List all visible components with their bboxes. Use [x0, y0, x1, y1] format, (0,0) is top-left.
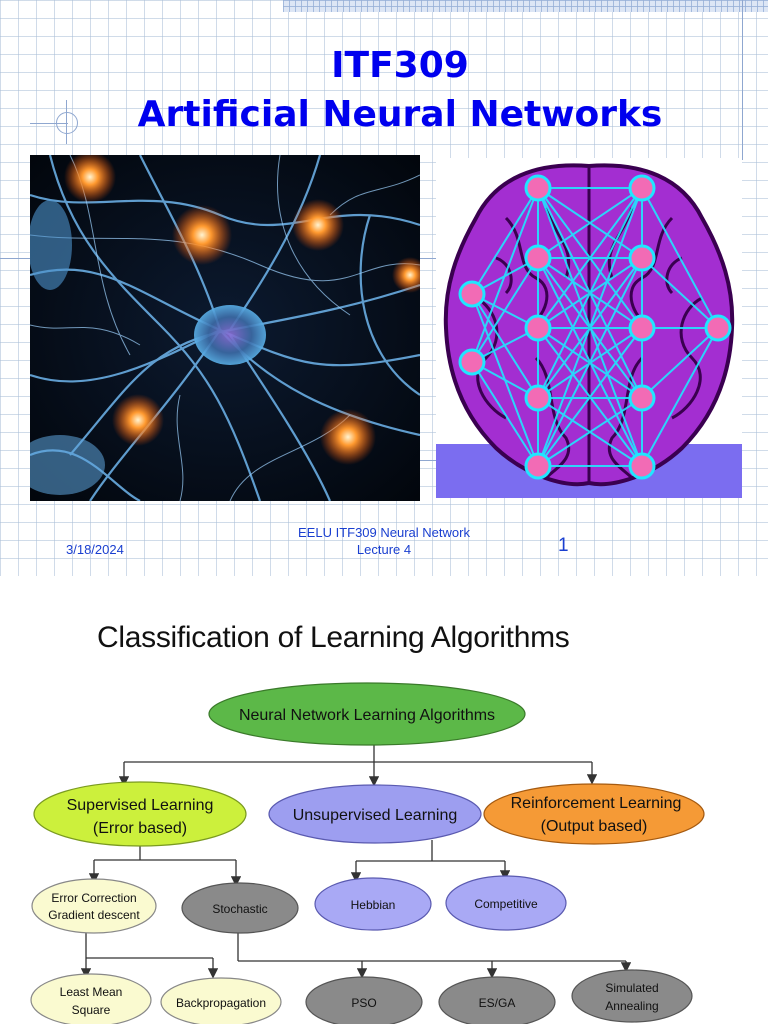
node-unsupervised: Unsupervised Learning — [268, 784, 482, 844]
node-lms-sublabel: Square — [72, 1003, 111, 1017]
slide-title-course-code: ITF309 — [331, 45, 469, 86]
decorative-line — [0, 258, 30, 259]
node-root: Neural Network Learning Algorithms — [208, 682, 526, 746]
node-simulated-sublabel: Annealing — [605, 999, 658, 1013]
node-supervised: Supervised Learning (Error based) — [33, 781, 247, 847]
learning-algorithms-tree: Neural Network Learning Algorithms Super… — [30, 682, 705, 1024]
node-lms-label: Least Mean — [60, 985, 123, 999]
node-reinforcement-label: Reinforcement Learning — [511, 795, 682, 812]
node-backprop-label: Backpropagation — [176, 996, 266, 1010]
classification-slide: Classification of Learning Algorithms — [0, 576, 768, 1024]
brain-network-image — [436, 158, 742, 498]
decorative-line — [742, 0, 743, 160]
node-stochastic: Stochastic — [181, 882, 299, 934]
node-stochastic-label: Stochastic — [212, 902, 267, 916]
connectors — [80, 738, 632, 979]
node-hebbian: Hebbian — [314, 877, 432, 931]
slide-title-course-name: Artificial Neural Networks — [137, 94, 663, 135]
decorative-circle — [56, 112, 78, 134]
node-competitive: Competitive — [445, 875, 567, 931]
node-hebbian-label: Hebbian — [351, 898, 396, 912]
node-root-label: Neural Network Learning Algorithms — [239, 707, 495, 724]
footer-lecture-line: Lecture 4 — [356, 542, 412, 557]
title-slide: ITF309 Artificial Neural Networks — [0, 0, 768, 576]
slide-title: Classification of Learning Algorithms — [97, 621, 570, 654]
node-error-correction-sublabel: Gradient descent — [48, 908, 140, 922]
node-es-ga: ES/GA — [438, 976, 556, 1024]
node-simulated-label: Simulated — [605, 981, 658, 995]
node-backpropagation: Backpropagation — [160, 977, 282, 1024]
node-least-mean-square: Least Mean Square — [30, 973, 152, 1024]
neurons-photo — [30, 155, 420, 501]
decorative-band — [283, 0, 768, 12]
node-pso: PSO — [305, 976, 423, 1024]
node-supervised-label: Supervised Learning — [67, 797, 214, 814]
footer-date: 3/18/2024 — [66, 542, 124, 557]
decorative-line — [420, 258, 438, 259]
page-number: 1 — [558, 535, 569, 556]
node-supervised-sublabel: (Error based) — [93, 820, 187, 837]
node-reinforcement: Reinforcement Learning (Output based) — [483, 783, 705, 845]
node-competitive-label: Competitive — [474, 897, 538, 911]
node-error-correction-label: Error Correction — [51, 891, 136, 905]
node-error-correction: Error Correction Gradient descent — [31, 878, 157, 934]
footer-course-line: EELU ITF309 Neural Network — [298, 525, 470, 540]
node-esga-label: ES/GA — [479, 996, 516, 1010]
node-reinforcement-sublabel: (Output based) — [541, 818, 648, 835]
node-unsupervised-label: Unsupervised Learning — [293, 807, 458, 824]
node-pso-label: PSO — [351, 996, 376, 1010]
decorative-line — [30, 123, 68, 124]
footer-course-info: EELU ITF309 Neural Network Lecture 4 — [270, 524, 498, 558]
decorative-line — [420, 460, 438, 461]
node-simulated-annealing: Simulated Annealing — [571, 969, 693, 1023]
